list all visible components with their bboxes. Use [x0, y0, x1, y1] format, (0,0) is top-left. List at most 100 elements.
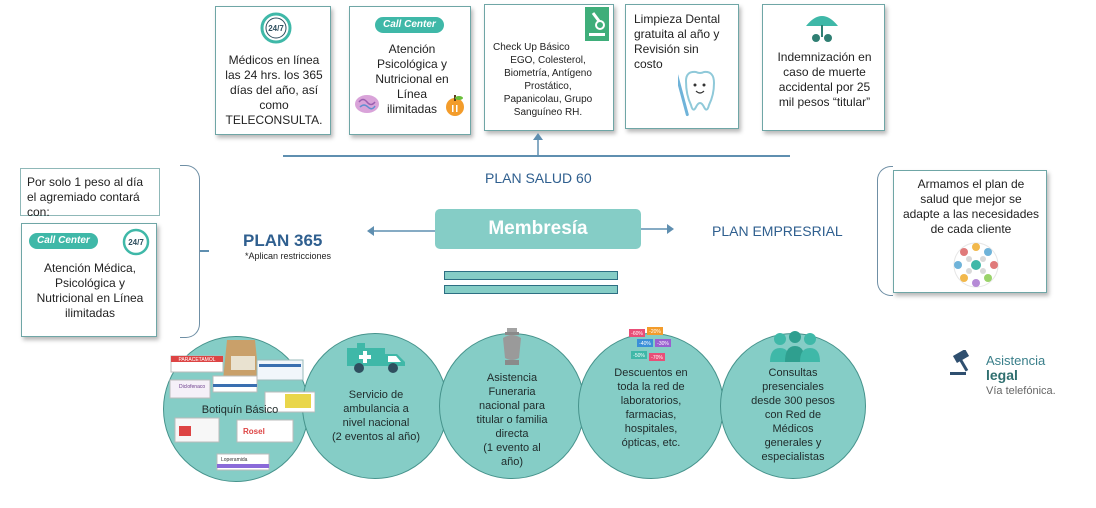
telemedicine-box: 24/7 Médicos en línea las 24 hrs. los 36…: [215, 6, 331, 135]
discount-tag: -70%: [651, 355, 663, 361]
people-network-icon: [953, 242, 999, 288]
gavel-icon: [950, 350, 970, 375]
doctors-icon: [770, 331, 820, 362]
psych-line: Nutricional en: [375, 72, 449, 86]
right-info-line: Armamos el plan de: [917, 177, 1025, 191]
checkup-line: Check Up Básico: [493, 42, 570, 53]
plan-empresarial-label: PLAN EMPRESRIAL: [712, 223, 843, 239]
legal-title: Asistencia: [986, 353, 1046, 368]
ambulance-icon: [347, 343, 405, 373]
apple-icon: [446, 95, 464, 116]
left-intro-line: con:: [27, 205, 50, 219]
arrow-right-icon: [641, 224, 674, 234]
funeral-line: Asistencia: [486, 372, 538, 384]
checkup-line: Papanicolau, Grupo: [503, 94, 593, 105]
plan-salud-60-label: PLAN SALUD 60: [485, 170, 592, 186]
left-service-line: Psicológica y: [54, 276, 126, 290]
right-brace: [877, 166, 893, 296]
psych-line: Línea: [396, 87, 428, 101]
top-connector-line: [283, 155, 790, 157]
discount-tag: -50%: [633, 353, 645, 359]
clock-24-7-icon: 24/7: [260, 12, 292, 44]
ambulance-line: nivel nacional: [342, 417, 410, 429]
dental-line: Revisión sin: [634, 42, 699, 56]
badge-24-7: 24/7: [128, 238, 144, 247]
funeral-line: nacional para: [478, 400, 546, 412]
right-info-line: salud que mejor se: [920, 192, 1022, 206]
ambulance-circle: [302, 333, 448, 479]
consults-line: con Red de: [764, 409, 822, 421]
consults-line: desde 300 pesos: [751, 395, 835, 407]
insurance-line: accidental por 25: [778, 80, 871, 94]
telemedicine-line: las 24 hrs. los 365: [225, 68, 323, 82]
brain-icon: [355, 95, 379, 113]
legal-line: Vía telefónica.: [986, 385, 1056, 397]
dental-box: Limpieza Dental gratuita al año y Revisi…: [625, 4, 739, 129]
telemedicine-line: como: [259, 98, 289, 112]
legal-subtitle: legal: [986, 367, 1018, 383]
consults-line: presenciales: [762, 381, 824, 393]
funeral-line: año): [500, 456, 524, 468]
medicine-products-icon: PARACETAMOL Diclofenaco Rosel Loperamida: [169, 340, 315, 471]
clock-24-7-icon: 24/7: [122, 228, 150, 256]
product-label-paracetamol: PARACETAMOL: [178, 357, 215, 363]
telemedicine-line: Médicos en línea: [228, 53, 320, 67]
insurance-box: Indemnización en caso de muerte accident…: [762, 4, 885, 131]
discounts-line: laboratorios,: [620, 395, 682, 407]
left-brace: [180, 165, 200, 338]
discount-tag: -20%: [649, 329, 661, 335]
psych-box: Call Center Atención Psicológica y Nutri…: [349, 6, 471, 135]
left-intro-line: el agremiado contará: [27, 190, 140, 204]
badge-24-7: 24/7: [268, 24, 284, 33]
left-brace-tip: [200, 250, 209, 252]
right-info-box: Armamos el plan de salud que mejor se ad…: [893, 170, 1047, 293]
left-service-line: Atención Médica,: [43, 261, 137, 275]
urn-icon: [503, 328, 521, 365]
dental-line: gratuita al año y: [634, 27, 720, 41]
funeral-line: (1 evento al: [483, 442, 541, 454]
funeral-line: directa: [495, 428, 529, 440]
checkup-line: Sanguíneo RH.: [513, 107, 583, 118]
consults-line: Consultas: [768, 367, 818, 379]
botiquin-label: Botiquín Básico: [201, 404, 279, 416]
consults-line: Médicos: [772, 423, 814, 435]
microscope-icon: [585, 7, 609, 41]
tooth-icon: [678, 67, 716, 117]
discounts-line: toda la red de: [617, 381, 685, 393]
consults-line: generales y: [764, 437, 822, 449]
funeral-line: Funeraria: [488, 386, 536, 398]
insurance-line: caso de muerte: [783, 65, 866, 79]
call-center-badge: Call Center: [375, 17, 444, 33]
ambulance-line: (2 eventos al año): [331, 431, 421, 443]
plan-365-note: *Aplican restricciones: [245, 251, 332, 261]
insurance-line: mil pesos “titular”: [778, 95, 871, 109]
psych-line: Psicológica y: [376, 57, 448, 71]
psych-line: ilimitadas: [386, 102, 437, 116]
discount-tag: -30%: [657, 341, 669, 347]
left-service-line: Nutricional en Línea: [36, 291, 144, 305]
discounts-line: Descuentos en: [614, 367, 688, 379]
checkup-line: Biometría, Antígeno: [504, 68, 592, 79]
ambulance-line: Servicio de: [348, 389, 404, 401]
insurance-line: Indemnización en: [777, 50, 872, 64]
product-label-diclofenaco: Diclofenaco: [179, 384, 205, 390]
discounts-line: ópticas, etc.: [621, 437, 681, 449]
umbrella-icon: [806, 16, 838, 42]
left-service-line: ilimitadas: [64, 306, 115, 320]
discount-tag: -40%: [639, 341, 651, 347]
dental-line: Limpieza Dental: [634, 12, 721, 26]
membresia-box: Membresía: [435, 209, 641, 249]
psych-line: Atención: [388, 42, 436, 56]
checkup-line: Prostático,: [524, 81, 572, 92]
left-intro-line: Por solo 1 peso al día: [27, 175, 144, 189]
discounts-line: hospitales,: [624, 423, 678, 435]
call-center-badge: Call Center: [29, 233, 98, 249]
checkup-line: EGO, Colesterol,: [510, 55, 586, 66]
dental-line: costo: [634, 57, 663, 71]
discounts-line: farmacias,: [625, 409, 677, 421]
arrow-up-icon: [533, 133, 543, 156]
telemedicine-line: días del año, así: [229, 83, 319, 97]
arrow-left-icon: [367, 226, 436, 236]
discount-tags-icon: -60% -20% -40% -30% -50% -70%: [629, 327, 671, 361]
product-label-rosel: Rosel: [243, 427, 265, 436]
